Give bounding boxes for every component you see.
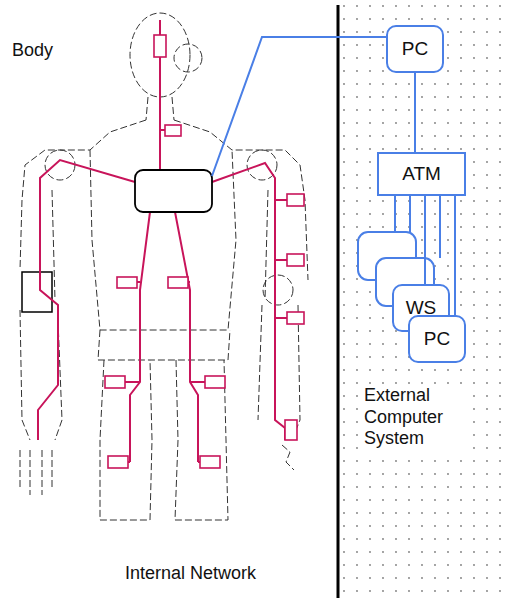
computer-box: PC [386, 25, 444, 73]
dotted-ground [340, 0, 509, 598]
network-node [105, 35, 304, 468]
region-label: Body [12, 40, 53, 62]
region-label: External Computer System [362, 384, 462, 451]
hand-block [22, 272, 52, 312]
connector-line [454, 196, 456, 315]
internal-network-wire [38, 20, 287, 462]
divider-line [337, 5, 340, 598]
region-label: Internal Network [125, 563, 256, 585]
node-label: ATM [402, 164, 441, 185]
computer-box: PC [408, 315, 466, 363]
node-label: PC [424, 329, 450, 350]
computer-box: ATM [377, 152, 466, 196]
connector-line [424, 196, 426, 284]
external-link-line [212, 37, 386, 176]
node-label: PC [402, 39, 428, 60]
body-sketch [20, 13, 308, 520]
hub-box [135, 170, 212, 212]
connector-line [414, 73, 416, 152]
